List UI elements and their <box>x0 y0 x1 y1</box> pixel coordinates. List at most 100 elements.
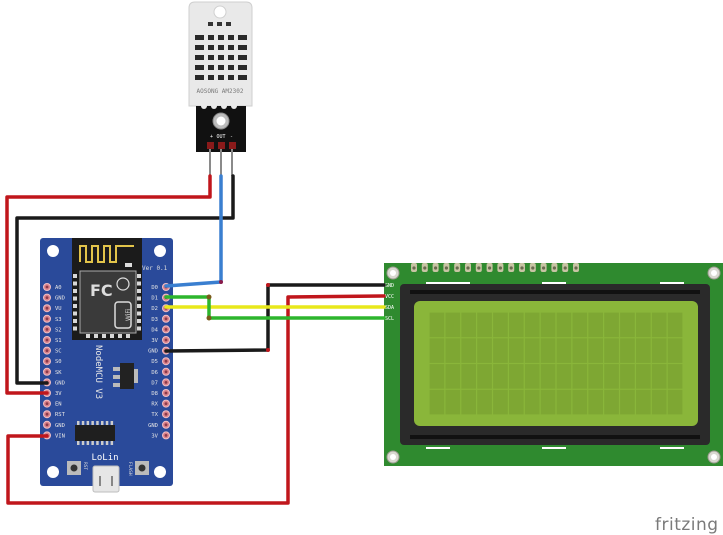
sensor-pcb-notches <box>201 103 237 109</box>
pin-label: RST <box>55 412 66 418</box>
fc-logo: FC <box>90 281 113 300</box>
lcd-cell <box>604 389 619 415</box>
lcd-cell <box>477 338 492 363</box>
grille-slot <box>195 65 204 70</box>
pin-label: D3 <box>151 317 158 323</box>
nodemcu-board: FC WiFi Ver 0.1 NodeMCU V3 LoLin RST FLA… <box>40 238 173 493</box>
lcd-cell <box>461 312 477 338</box>
grille-slot <box>238 45 247 50</box>
usb-serial-chip-pins <box>77 421 114 445</box>
sensor-pin-plus: + <box>210 134 213 140</box>
grille-slot <box>228 65 234 70</box>
pin-label: A0 <box>55 285 62 291</box>
mount-hole <box>154 245 166 257</box>
lcd-cell <box>556 364 572 389</box>
lcd-cell <box>620 312 635 338</box>
lcd-cell <box>604 312 619 338</box>
lcd-cell <box>493 312 508 338</box>
lcd-cell <box>477 312 492 338</box>
pin-label: 3V <box>151 338 158 344</box>
grille-slot <box>208 22 213 26</box>
lcd-cell <box>461 338 477 363</box>
lcd-cell <box>635 312 651 338</box>
pin-label: VIN <box>55 433 65 439</box>
pin-label: GND <box>55 423 65 429</box>
grille-slot <box>226 22 231 26</box>
wifi-logo <box>114 301 132 329</box>
micro-usb-port[interactable] <box>92 465 120 493</box>
lcd-pin-vcc: VCC <box>385 294 394 300</box>
lcd-cell <box>572 364 588 389</box>
lcd-cell <box>588 389 604 415</box>
wires <box>5 174 386 505</box>
lcd-cell <box>461 364 477 389</box>
mount-hole <box>47 245 59 257</box>
lcd-cell <box>445 389 461 415</box>
lcd-cell <box>620 364 635 389</box>
wire-lcd-scl[interactable] <box>164 295 386 320</box>
wire-dht-data[interactable] <box>164 174 223 288</box>
grille-slot <box>208 35 214 40</box>
lcd-cell <box>635 364 651 389</box>
lcd-cell <box>651 389 667 415</box>
pin-label: SC <box>55 349 62 355</box>
mount-hole <box>154 466 166 478</box>
pin-label: GND <box>148 423 158 429</box>
lcd-character-grid <box>429 312 683 415</box>
lcd-cell <box>508 364 524 389</box>
lcd-cell <box>604 338 619 363</box>
flash-label: FLASH <box>127 462 133 476</box>
pin-label: GND <box>55 380 65 386</box>
pin-label: D5 <box>151 359 158 365</box>
pin-label: D6 <box>151 370 158 376</box>
voltage-regulator <box>120 363 134 389</box>
grille-slot <box>218 45 224 50</box>
mount-hole <box>47 466 59 478</box>
grille-slot <box>218 35 224 40</box>
grille-slot <box>218 65 224 70</box>
lcd-cell <box>524 312 540 338</box>
lcd-display: GND VCC SDA SCL <box>384 263 723 466</box>
pin-label: D4 <box>151 327 158 333</box>
lcd-cell <box>540 312 556 338</box>
lcd-cell <box>524 364 540 389</box>
grille-slot <box>218 55 224 60</box>
lcd-cell <box>556 338 572 363</box>
lcd-cell <box>445 338 461 363</box>
lcd-cell <box>667 389 683 415</box>
lcd-cell <box>651 338 667 363</box>
wire-dht-gnd[interactable] <box>15 174 235 385</box>
grille-slot <box>208 55 214 60</box>
fritzing-watermark: fritzing <box>655 515 719 535</box>
lcd-cell <box>445 312 461 338</box>
lcd-header-pins <box>411 263 579 272</box>
grille-slot <box>228 75 234 80</box>
lcd-cell <box>588 312 604 338</box>
lcd-cell <box>493 364 508 389</box>
wire-lcd-vcc[interactable] <box>6 294 386 505</box>
lcd-cell <box>588 364 604 389</box>
lcd-cell <box>620 389 635 415</box>
sensor-pad <box>207 142 214 149</box>
espressif-logo <box>116 277 130 291</box>
wire-dht-vcc[interactable] <box>5 174 212 395</box>
grille-slot <box>238 75 247 80</box>
grille-slot <box>195 45 204 50</box>
pin-label: S2 <box>55 327 62 333</box>
grille-slot <box>195 75 204 80</box>
grille-slot <box>228 45 234 50</box>
pin-label: D2 <box>151 306 158 312</box>
lcd-cell <box>429 312 445 338</box>
lcd-cell <box>477 389 492 415</box>
lcd-cell <box>477 364 492 389</box>
lcd-cell <box>429 364 445 389</box>
grille-slot <box>208 65 214 70</box>
lcd-cell <box>524 338 540 363</box>
lcd-cell <box>556 389 572 415</box>
esp-castellated-pads <box>73 274 141 338</box>
lcd-cell <box>667 364 683 389</box>
grille-slot <box>218 75 224 80</box>
board-version: Ver 0.1 <box>142 265 168 272</box>
grille-slot <box>238 65 247 70</box>
